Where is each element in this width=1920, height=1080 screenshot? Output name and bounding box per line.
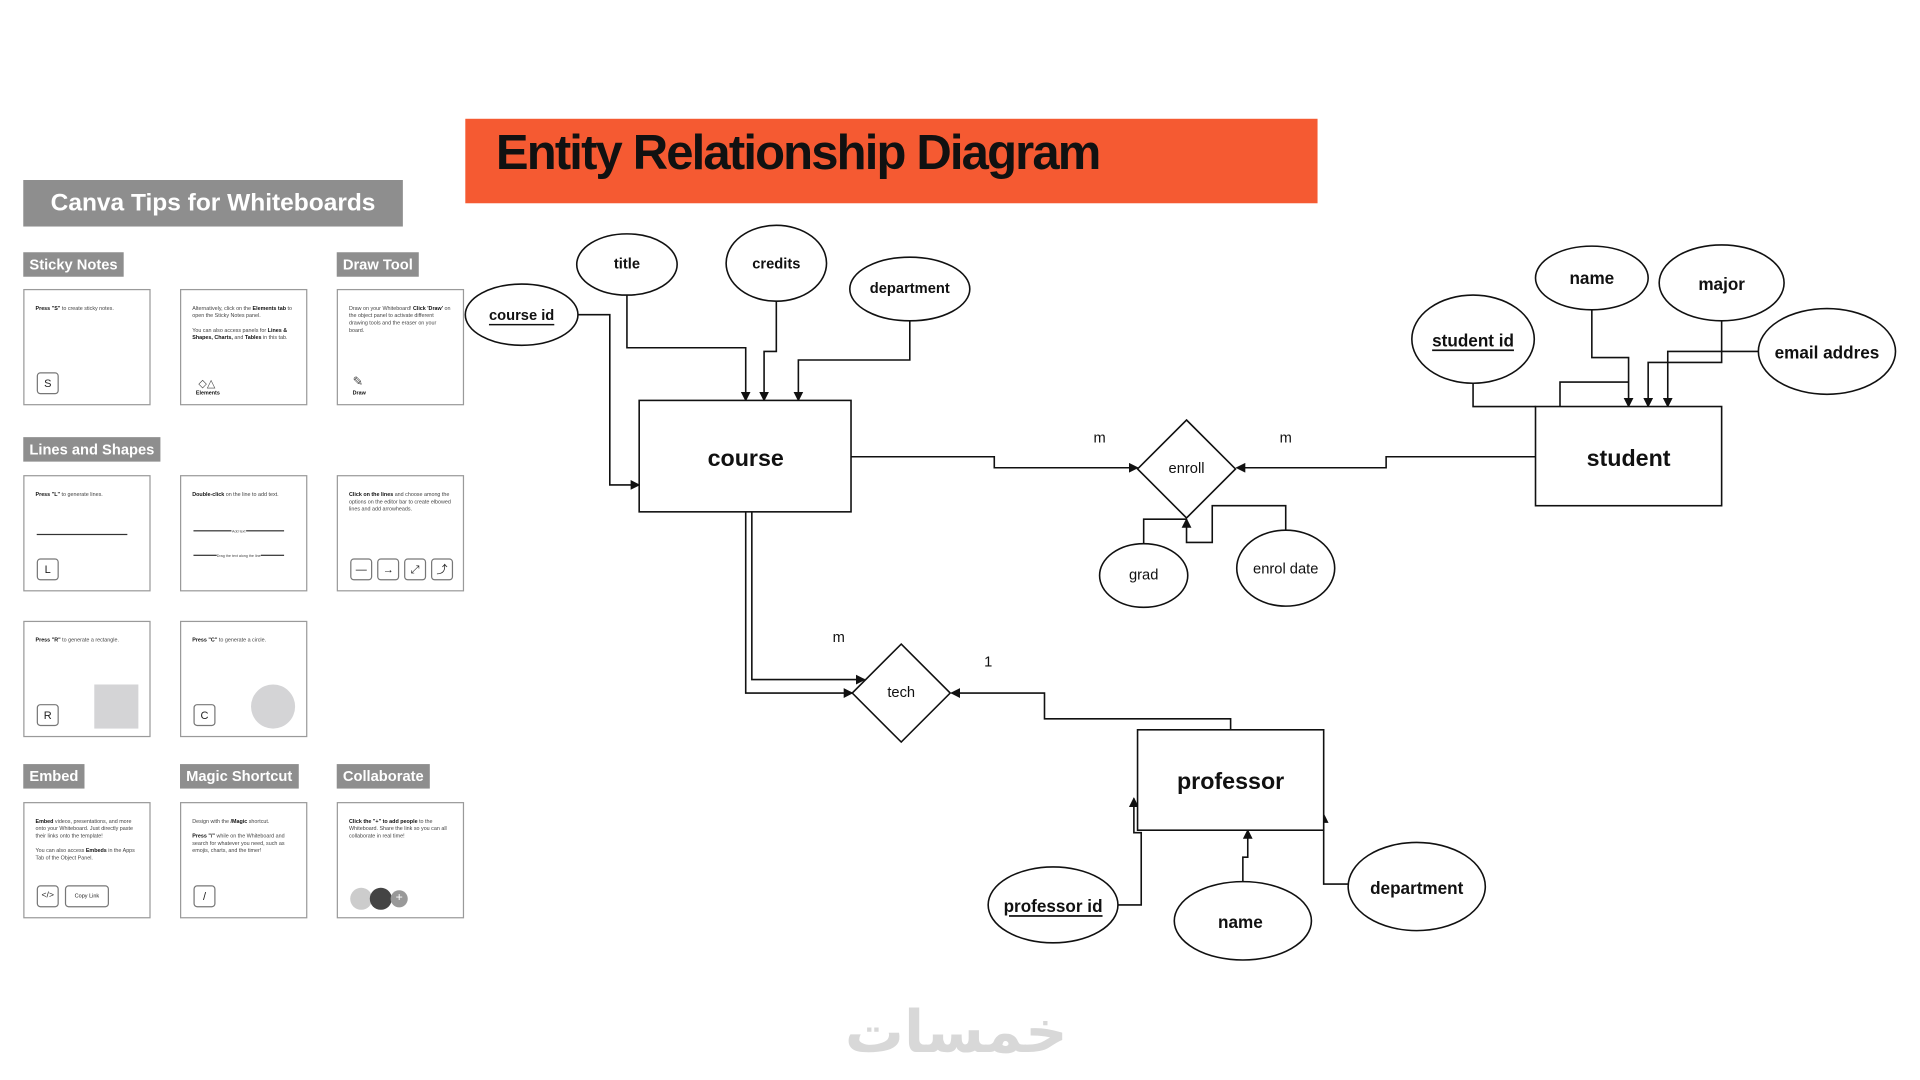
- attr-credits-label: credits: [752, 256, 800, 272]
- connector: [1472, 383, 1536, 408]
- key-r: R: [36, 704, 59, 727]
- avatar: [350, 887, 373, 910]
- attr-grad: [1098, 542, 1189, 609]
- section-lines-shapes: Lines and Shapes: [23, 437, 161, 462]
- rectangle-sample: [94, 684, 139, 729]
- attr-title: [575, 233, 678, 296]
- connector: [626, 295, 751, 402]
- circle-sample: [251, 684, 296, 729]
- relationship-tech: [851, 642, 952, 744]
- tip-card-line-options: Click on the lines and choose among the …: [336, 475, 465, 592]
- entity-student: [1534, 405, 1723, 507]
- cardinality-label: m: [833, 630, 845, 646]
- tip-card-draw: Draw on your Whiteboard! Click 'Draw' on…: [336, 288, 465, 406]
- cardinality-label: 1: [984, 654, 992, 670]
- tip-card-collaborate: Click the "+" to add people to the White…: [336, 802, 465, 919]
- tip-card-circle: Press "C" to generate a circle. C: [180, 620, 308, 738]
- attr-credits: [725, 224, 828, 303]
- key-s: S: [36, 372, 59, 395]
- tip-card-sticky: Press "S" to create sticky notes. S: [23, 288, 151, 406]
- entity-professor: [1136, 729, 1325, 832]
- elements-icon: ◇△: [198, 377, 216, 390]
- attr-major-label: major: [1698, 274, 1745, 294]
- connector: [744, 511, 854, 698]
- connector: [793, 320, 911, 402]
- entity-course: [638, 399, 852, 513]
- attr-student-id: [1411, 294, 1536, 385]
- connector: [751, 511, 866, 685]
- line-icon: —: [350, 558, 373, 581]
- attr-student-id-label: student id: [1432, 330, 1514, 350]
- pencil-icon: ✎: [352, 375, 363, 390]
- connector: [1559, 381, 1629, 407]
- cardinality-label: m: [1093, 430, 1105, 446]
- page-title: Entity Relationship Diagram: [495, 126, 1101, 181]
- connector: [1662, 350, 1759, 408]
- attr-professor-name-label: name: [1218, 912, 1263, 932]
- attr-student-name: [1534, 245, 1649, 311]
- connector: [577, 313, 641, 490]
- tips-header: Canva Tips for Whiteboards: [23, 180, 403, 227]
- relationship-tech-label: tech: [887, 685, 915, 701]
- attr-professor-department: [1347, 841, 1487, 932]
- cardinality-label: m: [1280, 430, 1292, 446]
- tip-card-embed: Embed videos, presentations, and more on…: [23, 802, 151, 919]
- curved-line-icon: ⤴: [431, 558, 454, 581]
- attr-grad-label: grad: [1129, 568, 1158, 584]
- copy-link-button: Copy Link: [64, 885, 109, 908]
- tip-card-rectangle: Press "R" to generate a rectangle. R: [23, 620, 151, 738]
- connector: [1591, 309, 1634, 408]
- attr-major: [1658, 244, 1785, 322]
- connector: [950, 688, 1232, 730]
- tip-card-magic: Design with the /Magic shortcut. Press "…: [180, 802, 308, 919]
- tip-card-line-text: Double-click on the line to add text. Ad…: [180, 475, 308, 592]
- attr-email: [1757, 307, 1897, 396]
- attr-student-name-label: name: [1569, 268, 1614, 288]
- connector: [1116, 797, 1143, 906]
- entity-course-label: course: [708, 445, 784, 471]
- connector: [1242, 828, 1253, 882]
- attr-department-label: department: [870, 281, 950, 297]
- attr-course-id-label: course id: [489, 308, 554, 324]
- attr-professor-name: [1173, 880, 1313, 961]
- section-sticky-notes: Sticky Notes: [23, 252, 124, 277]
- section-embed: Embed: [23, 764, 85, 789]
- attr-professor-department-label: department: [1370, 878, 1464, 898]
- connector: [1235, 455, 1536, 473]
- avatar: [369, 887, 392, 910]
- elbow-line-icon: ⤢: [404, 558, 427, 581]
- attr-title-label: title: [614, 256, 640, 272]
- section-collaborate: Collaborate: [336, 764, 430, 789]
- entity-student-label: student: [1587, 445, 1671, 471]
- title-banner: Entity Relationship Diagram: [465, 118, 1318, 204]
- connector: [1643, 320, 1723, 408]
- key-slash: /: [193, 885, 216, 908]
- attr-email-label: email addres: [1775, 343, 1880, 363]
- arrow-line-icon: →: [377, 558, 400, 581]
- watermark-logo: خمسات: [844, 997, 1068, 1067]
- tip-card-lines: Press "L" to generate lines. L: [23, 475, 151, 592]
- key-l: L: [36, 558, 59, 581]
- connector: [851, 455, 1139, 473]
- attr-enrol-date: [1235, 529, 1336, 607]
- section-draw-tool: Draw Tool: [336, 252, 419, 277]
- relationship-enroll: [1136, 418, 1237, 520]
- add-people-icon: +: [390, 890, 408, 908]
- attr-enrol-date-label: enrol date: [1253, 561, 1318, 577]
- connector: [759, 301, 778, 402]
- tip-card-elements: Alternatively, click on the Elements tab…: [180, 288, 308, 406]
- section-magic-shortcut: Magic Shortcut: [180, 764, 299, 789]
- connector: [1142, 518, 1187, 544]
- entity-professor-label: professor: [1177, 768, 1284, 794]
- relationship-enroll-label: enroll: [1169, 461, 1205, 477]
- key-c: C: [193, 704, 216, 727]
- attr-professor-id: [987, 866, 1119, 944]
- connector: [1318, 813, 1349, 885]
- attr-department: [849, 256, 971, 322]
- attr-professor-id-label: professor id: [1004, 896, 1103, 916]
- connector: [1181, 504, 1287, 544]
- embed-code-icon: </>: [36, 885, 59, 908]
- attr-course-id: [464, 283, 579, 347]
